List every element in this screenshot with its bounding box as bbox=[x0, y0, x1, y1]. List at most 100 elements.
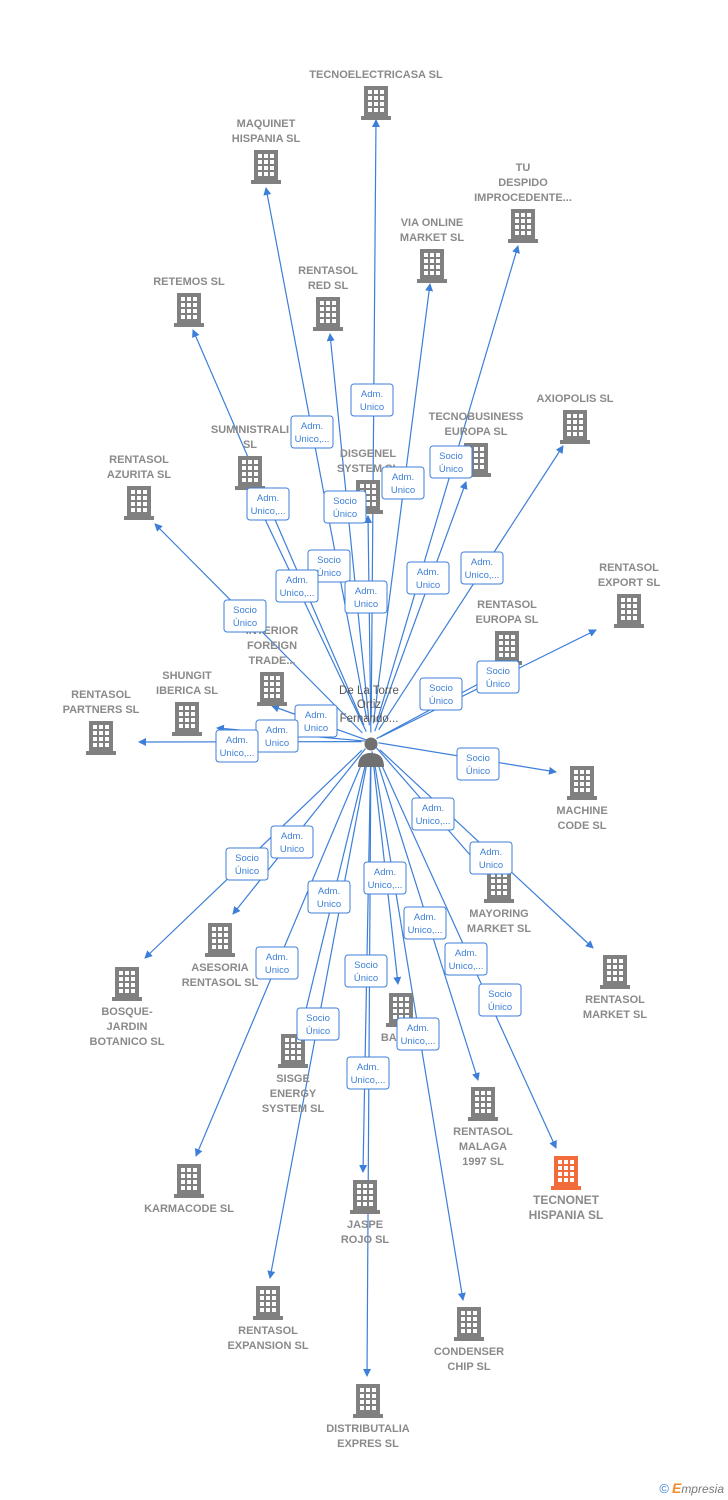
relation-badge[interactable]: Adm.Unico bbox=[255, 719, 299, 753]
brand-footer[interactable]: ©Empresia bbox=[659, 1480, 724, 1496]
company-node-axiopolis[interactable]: AXIOPOLIS SL bbox=[536, 393, 614, 444]
company-node-tecnoelectricasa[interactable]: TECNOELECTRICASA SL bbox=[309, 69, 443, 120]
company-node-tu-despido[interactable]: TUDESPIDOIMPROCEDENTE... bbox=[474, 162, 572, 243]
company-name-line: TU bbox=[516, 162, 531, 174]
building-icon bbox=[253, 1286, 283, 1320]
relation-label-line: Unico,... bbox=[465, 570, 500, 581]
company-name-line: RENTASOL bbox=[585, 994, 645, 1006]
company-name-line: IBERICA SL bbox=[156, 685, 218, 697]
company-name-line: VIA ONLINE bbox=[401, 217, 464, 229]
relation-badge-box bbox=[403, 906, 447, 940]
company-name-line: DISGENEL bbox=[340, 448, 397, 460]
relation-badge[interactable]: Adm.Unico,... bbox=[403, 906, 447, 940]
relation-badge[interactable]: Adm.Unico bbox=[406, 561, 450, 595]
relation-badge-box bbox=[406, 561, 450, 595]
relation-label-line: Socio bbox=[488, 989, 512, 1000]
relation-badge[interactable]: Adm.Unico bbox=[469, 841, 513, 875]
relation-badge[interactable]: Adm.Unico bbox=[307, 880, 351, 914]
relation-badge[interactable]: Adm.Unico bbox=[344, 580, 388, 614]
center-person[interactable]: De La TorreOrtizFernando... bbox=[339, 685, 399, 767]
company-name-line: SUMINISTRALI bbox=[211, 424, 289, 436]
relation-label-line: Socio bbox=[333, 496, 357, 507]
company-node-interior-foreign[interactable]: INTERIORFOREIGNTRADE... bbox=[246, 625, 299, 706]
relation-badge[interactable]: Adm.Unico,... bbox=[215, 729, 259, 763]
relation-badge[interactable]: Adm.Unico bbox=[350, 383, 394, 417]
relation-label-line: Único bbox=[333, 509, 357, 520]
building-icon bbox=[353, 1384, 383, 1418]
relation-badge[interactable]: Adm.Unico,... bbox=[290, 415, 334, 449]
company-name-line: MARKET SL bbox=[583, 1009, 647, 1021]
company-name-line: BOSQUE- bbox=[101, 1006, 153, 1018]
edge-rentasol-red bbox=[326, 333, 370, 726]
relation-badge[interactable]: Adm.Unico bbox=[381, 466, 425, 500]
relation-badge[interactable]: Adm.Unico,... bbox=[363, 861, 407, 895]
relation-label-line: Adm. bbox=[471, 557, 493, 568]
relation-badge[interactable]: Adm.Unico bbox=[294, 704, 338, 738]
company-name-line: IMPROCEDENTE... bbox=[474, 192, 572, 204]
company-node-retemos[interactable]: RETEMOS SL bbox=[153, 276, 225, 327]
relation-badge[interactable]: Adm.Unico bbox=[270, 825, 314, 859]
relation-label-line: Unico,... bbox=[251, 506, 286, 517]
relation-badge[interactable]: Adm.Unico,... bbox=[444, 942, 488, 976]
relation-badge[interactable]: Adm. Unico,... bbox=[460, 551, 504, 585]
building-icon bbox=[600, 955, 630, 989]
relation-badge-box bbox=[215, 729, 259, 763]
company-name-line: TECNOELECTRICASA SL bbox=[309, 69, 443, 81]
company-name-line: RENTASOL SL bbox=[182, 977, 259, 989]
relation-badge-box bbox=[419, 677, 463, 711]
relation-badge-box bbox=[270, 825, 314, 859]
relation-badge[interactable]: Adm.Unico,... bbox=[396, 1017, 440, 1051]
relation-label-line: Unico,... bbox=[368, 880, 403, 891]
relation-label-line: Adm. bbox=[286, 575, 308, 586]
company-name-line: BOTANICO SL bbox=[90, 1036, 165, 1048]
company-node-rentasol-market[interactable]: RENTASOL MARKET SL bbox=[583, 955, 647, 1021]
company-name-line: HISPANIA SL bbox=[232, 133, 301, 145]
relation-badge-box bbox=[476, 660, 520, 694]
relation-badge[interactable]: Adm.Unico bbox=[255, 946, 299, 980]
relation-badge[interactable]: Adm.Unico,... bbox=[411, 797, 455, 831]
relation-badge[interactable]: Adm.Unico,... bbox=[275, 569, 319, 603]
relation-badge-box bbox=[429, 445, 473, 479]
relation-badge[interactable]: Adm.Unico,... bbox=[346, 1056, 390, 1090]
company-name-line: AZURITA SL bbox=[107, 469, 171, 481]
relation-label-line: Adm. bbox=[417, 567, 439, 578]
building-icon bbox=[468, 1087, 498, 1121]
company-node-karmacode[interactable]: KARMACODE SL bbox=[144, 1164, 234, 1215]
building-icon bbox=[174, 1164, 204, 1198]
relation-label-line: Adm. bbox=[422, 803, 444, 814]
building-icon bbox=[174, 293, 204, 327]
relation-badge[interactable]: Adm.Unico,... bbox=[246, 487, 290, 521]
relation-label-line: Socio bbox=[466, 753, 490, 764]
